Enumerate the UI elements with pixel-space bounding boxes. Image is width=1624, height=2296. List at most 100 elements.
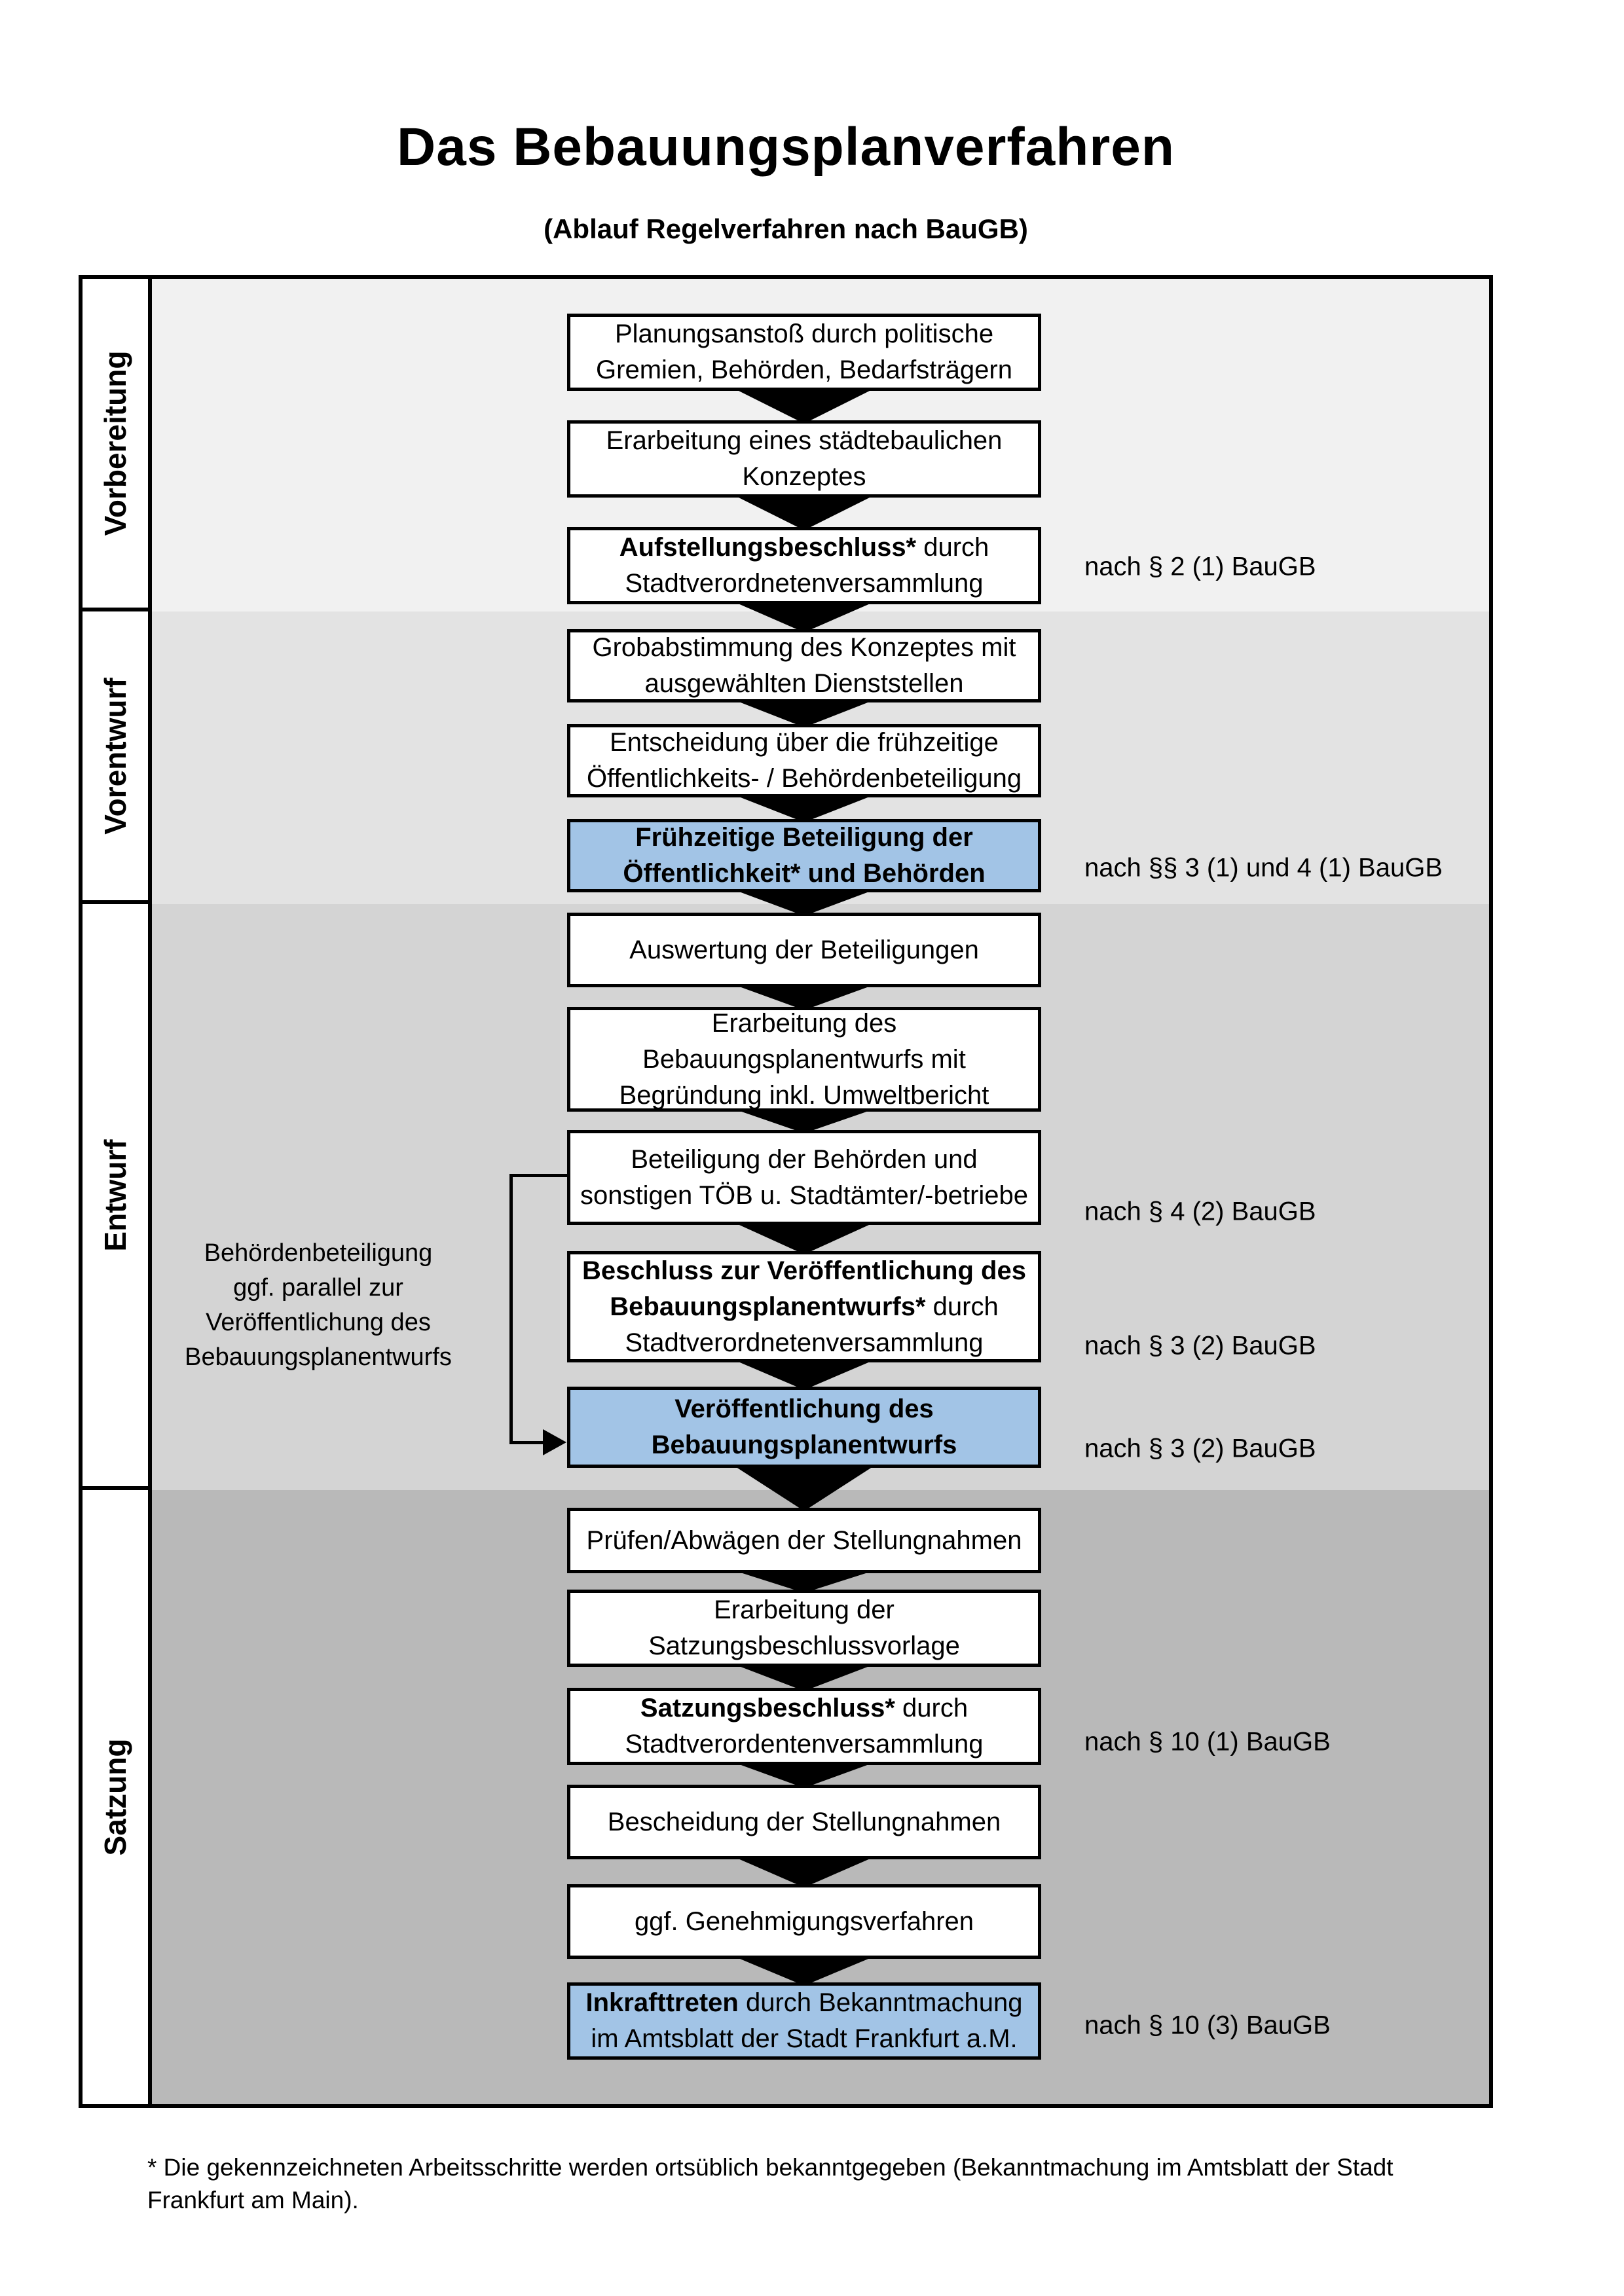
flow-step: ggf. Genehmigungsverfahren (567, 1884, 1041, 1959)
footnote: * Die gekennzeichneten Arbeitsschritte w… (147, 2151, 1549, 2217)
flow-step: Bescheidung der Stellungnahmen (567, 1785, 1041, 1859)
flow-step-text: Satzungsbeschlussvorlage (648, 1631, 960, 1660)
down-arrow-icon (732, 1359, 876, 1390)
flow-step-text: Frühzeitige Beteiligung der (635, 823, 973, 852)
flow-step-line: Bebauungsplanentwurfs mit (642, 1042, 966, 1078)
law-reference: nach § 3 (2) BauGB (1084, 1434, 1316, 1463)
flow-step-line: Satzungsbeschlussvorlage (648, 1628, 960, 1664)
flow-step-text: durch Bekanntmachung (738, 1988, 1023, 2017)
flow-step-line: Frühzeitige Beteiligung der (635, 820, 973, 856)
flow-step-line: Gremien, Behörden, Bedarfsträgern (596, 352, 1012, 388)
side-note-line: ggf. parallel zur (233, 1274, 403, 1302)
flow-step-line: sonstigen TÖB u. Stadtämter/-betriebe (580, 1178, 1028, 1214)
flow-step-line: Bebauungsplanentwurfs* durch (610, 1289, 998, 1325)
down-arrow-icon (732, 1956, 876, 1986)
flow-step-line: Bescheidung der Stellungnahmen (608, 1804, 1001, 1840)
flow-step: Prüfen/Abwägen der Stellungnahmen (567, 1508, 1041, 1573)
side-note-line: Bebauungsplanentwurfs (185, 1343, 452, 1371)
phase-cell-satzung: Satzung (83, 1490, 148, 2104)
connector-right-arrow-icon (543, 1429, 566, 1455)
flow-step-line: Erarbeitung des (712, 1006, 896, 1042)
flow-step-text: ggf. Genehmigungsverfahren (634, 1906, 974, 1936)
phase-label-vorbereitung: Vorbereitung (98, 350, 132, 536)
flow-step-line: Konzeptes (742, 459, 866, 495)
flow-step-text: Erarbeitung des (711, 1008, 897, 1038)
law-reference: nach § 10 (3) BauGB (1084, 2011, 1331, 2040)
flow-step-line: Stadtverordnetenversammlung (625, 566, 984, 602)
flow-step-text: Grobabstimmung des Konzeptes mit (592, 633, 1016, 662)
flow-step-text: Bebauungsplanentwurfs (651, 1430, 957, 1459)
down-arrow-icon (732, 794, 876, 822)
flow-step-line: Planungsanstoß durch politische (615, 316, 993, 352)
flow-step-text: Öffentlichkeits- / Behördenbeteiligung (586, 764, 1022, 793)
footnote-line1: * Die gekennzeichneten Arbeitsschritte w… (147, 2154, 1393, 2181)
phase-cell-vorentwurf: Vorentwurf (83, 611, 148, 904)
flow-step-line: im Amtsblatt der Stadt Frankfurt a.M. (591, 2021, 1017, 2057)
flow-step-text: Inkrafttreten (585, 1988, 739, 2017)
phase-cell-entwurf: Entwurf (83, 904, 148, 1490)
flow-step-line: Prüfen/Abwägen der Stellungnahmen (587, 1523, 1022, 1559)
connector-top-line (509, 1174, 568, 1177)
flow-step-line: Bebauungsplanentwurfs (652, 1427, 957, 1463)
down-arrow-icon (732, 601, 876, 632)
law-reference: nach § 4 (2) BauGB (1084, 1197, 1316, 1226)
flow-step-text: Planungsanstoß durch politische (614, 319, 994, 348)
down-arrow-icon (732, 1570, 876, 1593)
flow-step-line: Inkrafttreten durch Bekanntmachung (585, 1985, 1022, 2021)
flow-step-text: Gremien, Behörden, Bedarfsträgern (596, 355, 1012, 384)
flow-step-line: Auswertung der Beteiligungen (629, 932, 979, 968)
flow-step-text: im Amtsblatt der Stadt Frankfurt a.M. (591, 2024, 1018, 2053)
connector-bottom-line (509, 1441, 545, 1444)
phase-label-column: Vorbereitung Vorentwurf Entwurf Satzung (83, 279, 152, 2104)
phase-label-entwurf: Entwurf (98, 1139, 132, 1252)
flow-step-text: Erarbeitung der (714, 1595, 895, 1624)
flow-step-line: Aufstellungsbeschluss* durch (619, 530, 989, 566)
down-arrow-icon (732, 1465, 876, 1511)
down-arrow-icon (732, 1664, 876, 1691)
phase-label-vorentwurf: Vorentwurf (98, 677, 132, 835)
law-reference: nach § 10 (1) BauGB (1084, 1727, 1331, 1757)
footnote-line2: Frankfurt am Main). (147, 2187, 359, 2214)
down-arrow-icon (732, 494, 876, 530)
flow-step-line: Erarbeitung der (714, 1592, 895, 1628)
flow-step-line: Erarbeitung eines städtebaulichen (606, 423, 1003, 459)
side-note-line: Veröffentlichung des (206, 1309, 431, 1336)
law-reference: nach § 3 (2) BauGB (1084, 1331, 1316, 1360)
flow-step-text: Satzungsbeschluss* (640, 1694, 895, 1722)
flow-step-text: durch (925, 1292, 999, 1321)
page-title: Das Bebauungsplanverfahren (397, 117, 1175, 177)
flow-step-text: Erarbeitung eines städtebaulichen (606, 426, 1003, 455)
connector-vertical-line (509, 1174, 513, 1444)
down-arrow-icon (732, 1108, 876, 1133)
process-diagram: Vorbereitung Vorentwurf Entwurf Satzung … (79, 275, 1493, 2108)
down-arrow-icon (732, 984, 876, 1010)
flow-step-text: Aufstellungsbeschluss* (619, 533, 917, 562)
phase-label-satzung: Satzung (98, 1738, 132, 1856)
flow-step-text: Konzeptes (742, 462, 866, 491)
flow-step-line: Begründung inkl. Umweltbericht (619, 1078, 989, 1114)
flow-step-text: Beschluss zur Veröffentlichung des (582, 1256, 1026, 1285)
flow-step-text: Stadtverordnetenversammlung (625, 569, 984, 598)
flow-step-text: durch (916, 533, 989, 562)
law-reference: nach §§ 3 (1) und 4 (1) BauGB (1084, 853, 1443, 883)
flow-step-text: sonstigen TÖB u. Stadtämter/-betriebe (580, 1180, 1029, 1210)
flow-step-line: ggf. Genehmigungsverfahren (635, 1904, 974, 1940)
flow-step-text: Begründung inkl. Umweltbericht (619, 1080, 989, 1110)
phase-cell-vorbereitung: Vorbereitung (83, 279, 148, 611)
flow-step-line: Beteiligung der Behörden und (631, 1142, 977, 1178)
flow-step-text: Veröffentlichung des (674, 1394, 934, 1423)
down-arrow-icon (732, 1222, 876, 1254)
flow-step-text: Bebauungsplanentwurfs* (610, 1292, 926, 1321)
flow-step-line: Beschluss zur Veröffentlichung des (582, 1253, 1026, 1289)
flow-step-line: Entscheidung über die frühzeitige (610, 725, 999, 761)
down-arrow-icon (732, 1762, 876, 1788)
flow-step-highlighted: Inkrafttreten durch Bekanntmachung im Amt… (567, 1982, 1041, 2060)
